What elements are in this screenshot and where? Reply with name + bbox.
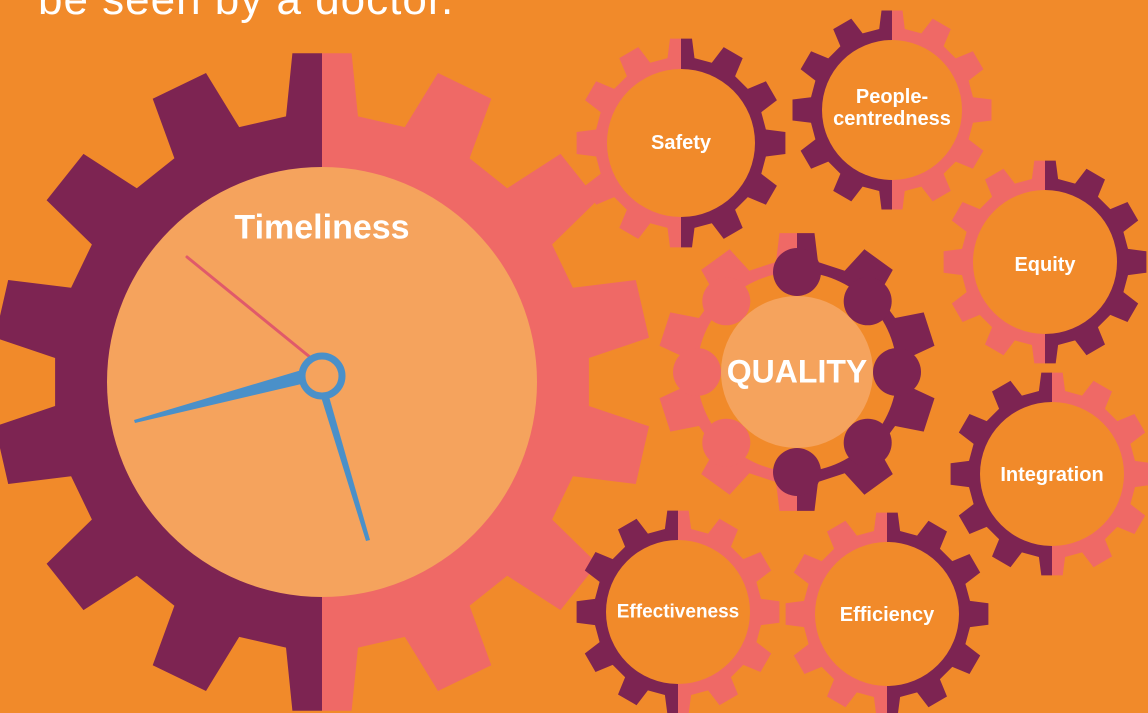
effectiveness-gear-center (606, 540, 750, 684)
quality-gear-hole (673, 348, 721, 396)
efficiency-gear-center (815, 542, 959, 686)
integration-gear-center (980, 402, 1124, 546)
quality-gear-hole (702, 277, 751, 326)
people-centredness-label: People- centredness (833, 86, 951, 130)
quality-label: QUALITY (726, 353, 868, 390)
efficiency-label: Efficiency (839, 604, 935, 626)
quality-gear-hole (773, 448, 821, 496)
quality-gear-hole (773, 248, 821, 296)
people-gear-center (822, 40, 962, 180)
safety-label: Safety (650, 132, 712, 154)
quality-gear-hole (702, 418, 751, 467)
effectiveness-label: Effectiveness (616, 601, 740, 623)
headline-text: be seen by a doctor. (38, 0, 454, 25)
quality-gear-hole (873, 348, 921, 396)
quality-gear-hole (843, 277, 892, 326)
minute-hand (312, 368, 370, 541)
hour-hand (134, 369, 310, 423)
second-hand (185, 255, 318, 364)
safety-gear-center (607, 69, 755, 217)
equity-label: Equity (1014, 254, 1076, 276)
quality-gear-hole (843, 418, 892, 467)
clock-center-cap (298, 352, 346, 400)
quality-gear-center (721, 296, 873, 448)
integration-label: Integration (1000, 464, 1104, 486)
equity-gear-center (973, 190, 1117, 334)
timeliness-label: Timeliness (234, 208, 410, 247)
